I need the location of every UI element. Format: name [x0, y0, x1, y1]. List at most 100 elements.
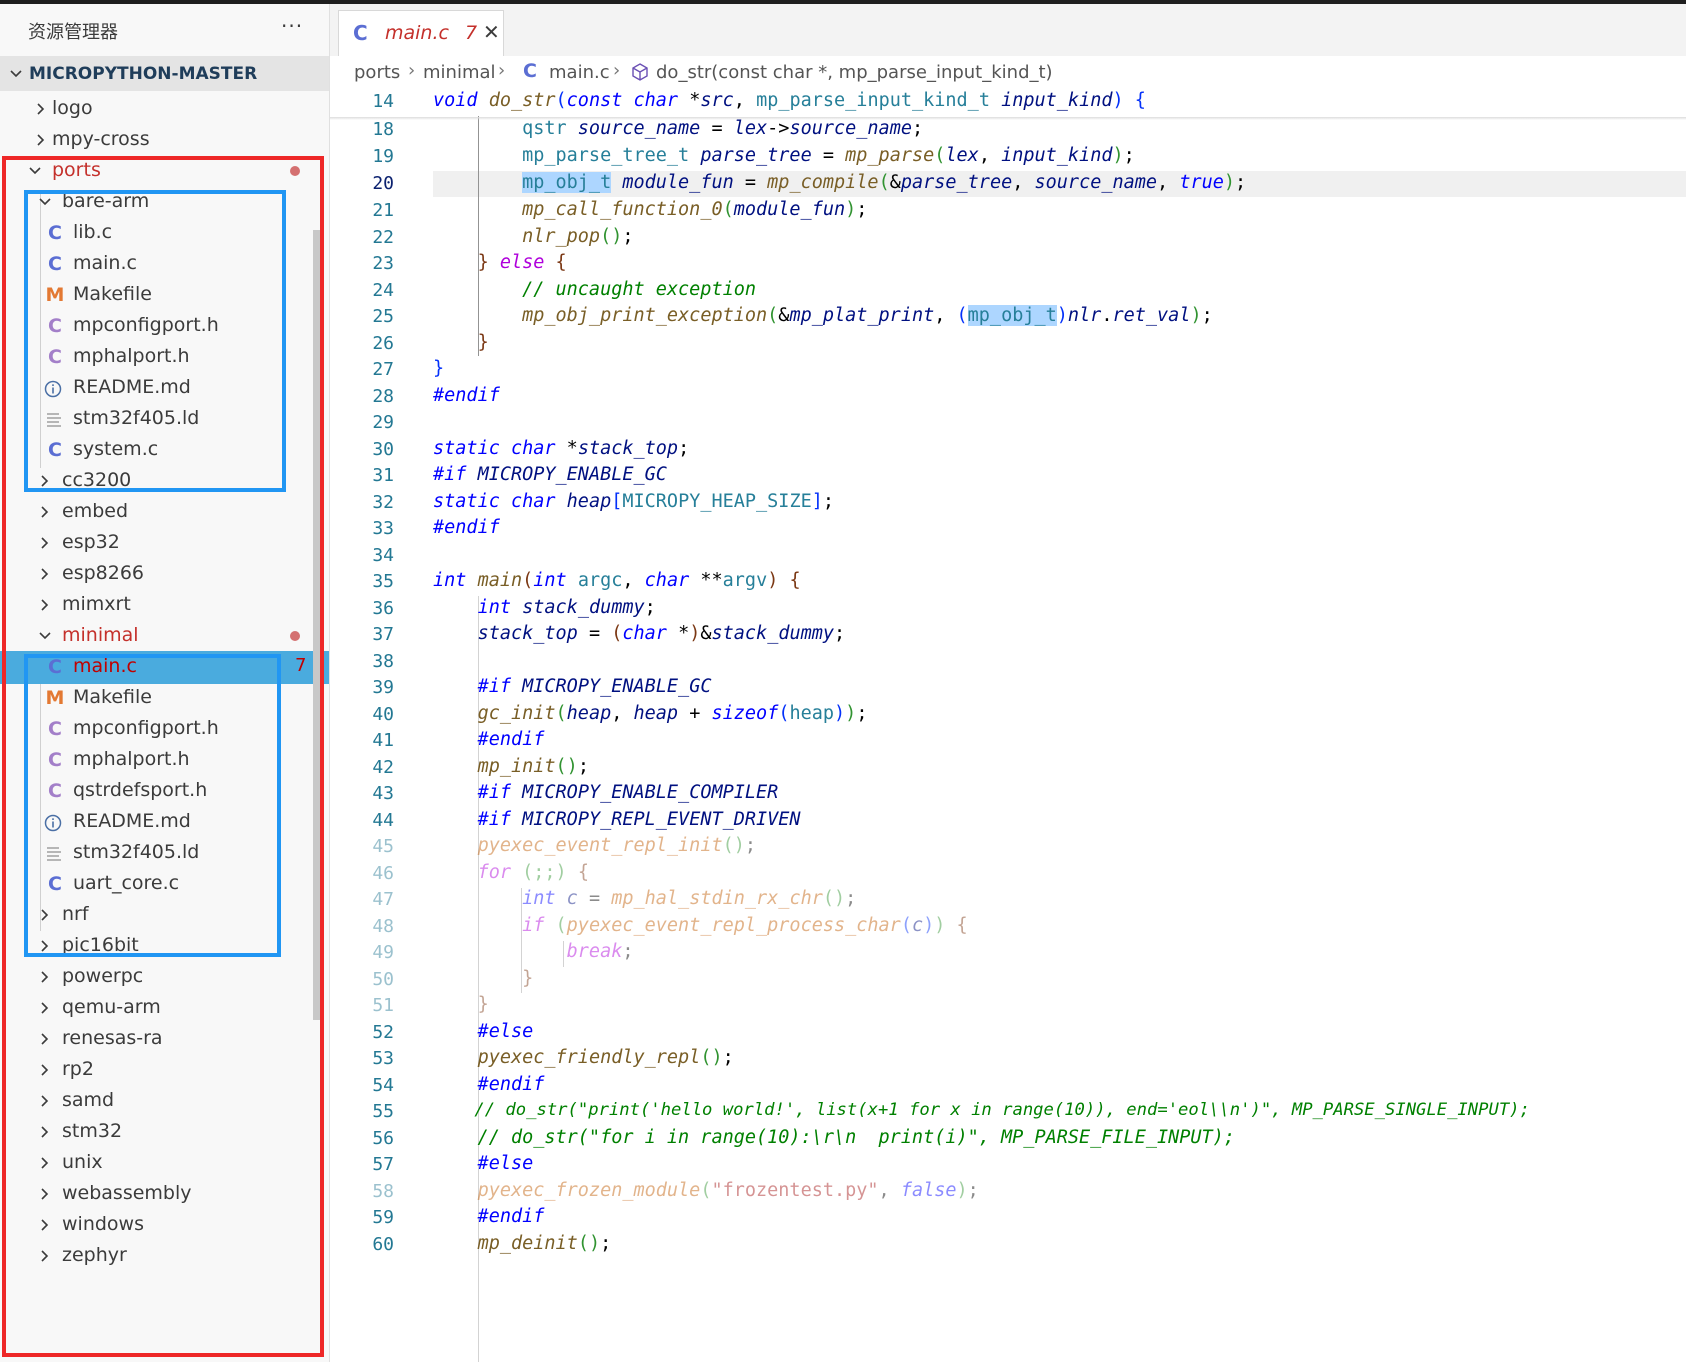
- text-file-icon: [47, 413, 61, 427]
- code-text: mp_obj_t module_fun = mp_compile(&parse_…: [522, 172, 1247, 193]
- text-file-icon: [47, 847, 61, 861]
- tree-file-makefile[interactable]: M Makefile: [0, 279, 329, 312]
- code-line: 30 static char *stack_top;: [330, 436, 1686, 464]
- tree-file-uart-core-c[interactable]: C uart_core.c: [0, 868, 329, 901]
- sticky-scroll-shadow: [330, 117, 1686, 120]
- tree-folder-pic16bit[interactable]: pic16bit: [0, 930, 329, 963]
- line-number: 41: [372, 730, 394, 751]
- tree-folder-windows[interactable]: windows: [0, 1209, 329, 1242]
- breadcrumb-item-symbol[interactable]: do_str(const char *, mp_parse_input_kind…: [656, 62, 1053, 83]
- breadcrumb-item-minimal[interactable]: minimal: [423, 62, 496, 83]
- chevron-right-icon: [41, 1095, 49, 1107]
- workspace-section-header[interactable]: MICROPYTHON-MASTER: [0, 56, 329, 91]
- tree-folder-mimxrt[interactable]: mimxrt: [0, 589, 329, 622]
- tree-folder-powerpc[interactable]: powerpc: [0, 961, 329, 994]
- tree-folder-qemu-arm[interactable]: qemu-arm: [0, 992, 329, 1025]
- line-number: 31: [372, 465, 394, 486]
- breadcrumb-item-ports[interactable]: ports: [354, 62, 401, 83]
- tree-folder-rp2[interactable]: rp2: [0, 1054, 329, 1087]
- tree-folder-ports[interactable]: ports: [0, 155, 329, 188]
- tree-file-mphalport-h[interactable]: C mphalport.h: [0, 341, 329, 374]
- tree-file-makefile[interactable]: M Makefile: [0, 682, 329, 715]
- tree-file-stm32f405-ld[interactable]: stm32f405.ld: [0, 837, 329, 870]
- code-text: // do_str("print('hello world!', list(x+…: [433, 1100, 1530, 1120]
- header-file-icon: C: [48, 749, 62, 771]
- code-line: 25 mp_obj_print_exception(&mp_plat_print…: [330, 303, 1686, 331]
- line-number: 18: [372, 119, 394, 140]
- line-number: 21: [372, 200, 394, 221]
- tree-file-lib-c[interactable]: C lib.c: [0, 217, 329, 250]
- code-text: mp_obj_print_exception(&mp_plat_print, (…: [522, 305, 1213, 326]
- chevron-right-icon: ›: [408, 60, 416, 81]
- tree-file-qstrdefsport-h[interactable]: C qstrdefsport.h: [0, 775, 329, 808]
- code-text: // uncaught exception: [433, 279, 757, 300]
- line-number: 28: [372, 386, 394, 407]
- more-actions-icon[interactable]: ···: [281, 14, 304, 38]
- tree-folder-zephyr[interactable]: zephyr: [0, 1240, 329, 1273]
- code-text: int main(int argc, char **argv) {: [433, 570, 801, 591]
- line-number: 39: [372, 677, 394, 698]
- tree-item-label: nrf: [62, 903, 89, 925]
- tree-file-system-c[interactable]: C system.c: [0, 434, 329, 467]
- breadcrumb-item-file[interactable]: main.c: [549, 62, 610, 83]
- code-text: qstr source_name = lex->source_name;: [433, 118, 924, 139]
- tree-folder-webassembly[interactable]: webassembly: [0, 1178, 329, 1211]
- tree-folder-nrf[interactable]: nrf: [0, 899, 329, 932]
- code-text: #endif: [433, 385, 500, 406]
- code-line-inactive: 51 }: [330, 992, 1686, 1020]
- tree-folder-stm32[interactable]: stm32: [0, 1116, 329, 1149]
- tab-label: main.c: [385, 22, 449, 44]
- tree-item-label: qstrdefsport.h: [73, 779, 208, 801]
- code-text: // do_str("for i in range(10):\r\n print…: [433, 1127, 1235, 1148]
- tree-folder-cc3200[interactable]: cc3200: [0, 465, 329, 498]
- tree-folder-samd[interactable]: samd: [0, 1085, 329, 1118]
- tree-folder-logo[interactable]: logo: [0, 93, 329, 126]
- tree-item-label: README.md: [73, 376, 191, 398]
- tab-main-c[interactable]: C main.c 7 ✕: [338, 10, 504, 56]
- chevron-right-icon: [41, 940, 49, 952]
- close-icon[interactable]: ✕: [483, 20, 500, 44]
- window-top-bar: [0, 0, 1686, 4]
- code-line: 59 #endif: [330, 1204, 1686, 1232]
- tree-folder-unix[interactable]: unix: [0, 1147, 329, 1180]
- tree-folder-renesas-ra[interactable]: renesas-ra: [0, 1023, 329, 1056]
- code-line: 14 void do_str(const char *src, mp_parse…: [330, 88, 1686, 116]
- code-line: 19 mp_parse_tree_t parse_tree = mp_parse…: [330, 143, 1686, 171]
- sidebar-divider[interactable]: [329, 4, 330, 1362]
- line-number: 56: [372, 1128, 394, 1149]
- tree-file-mphalport-h[interactable]: C mphalport.h: [0, 744, 329, 777]
- chevron-right-icon: [41, 971, 49, 983]
- problem-count-badge: 7: [295, 655, 307, 676]
- tree-folder-esp8266[interactable]: esp8266: [0, 558, 329, 591]
- tree-folder-minimal[interactable]: minimal: [0, 620, 329, 653]
- tree-file-readme-md[interactable]: README.md: [0, 372, 329, 405]
- line-number: 46: [372, 863, 394, 884]
- tree-item-label: lib.c: [73, 221, 113, 243]
- code-text: gc_init(heap, heap + sizeof(heap));: [477, 703, 868, 724]
- tree-folder-esp32[interactable]: esp32: [0, 527, 329, 560]
- code-text: mp_init();: [477, 756, 589, 777]
- code-line-active: 20 mp_obj_t module_fun = mp_compile(&par…: [330, 170, 1686, 198]
- line-number: 44: [372, 810, 394, 831]
- code-editor[interactable]: 14 void do_str(const char *src, mp_parse…: [330, 88, 1686, 1362]
- code-text: }: [477, 994, 489, 1015]
- tree-file-stm32f405-ld[interactable]: stm32f405.ld: [0, 403, 329, 436]
- code-text: #if MICROPY_ENABLE_GC: [477, 676, 712, 697]
- tree-folder-embed[interactable]: embed: [0, 496, 329, 529]
- tree-file-mpconfigport-h[interactable]: C mpconfigport.h: [0, 713, 329, 746]
- line-number: 36: [372, 598, 394, 619]
- tree-file-mpconfigport-h[interactable]: C mpconfigport.h: [0, 310, 329, 343]
- line-number: 45: [372, 836, 394, 857]
- code-text: } else {: [477, 252, 567, 273]
- code-text: if (pyexec_event_repl_process_char(c)) {: [522, 915, 968, 936]
- tree-file-readme-md[interactable]: README.md: [0, 806, 329, 839]
- tree-folder-bare-arm[interactable]: bare-arm: [0, 186, 329, 219]
- code-line-inactive: 45 pyexec_event_repl_init();: [330, 833, 1686, 861]
- code-line: 29: [330, 409, 1686, 437]
- line-number: 43: [372, 783, 394, 804]
- code-line: 39 #if MICROPY_ENABLE_GC: [330, 674, 1686, 702]
- tree-folder-mpy-cross[interactable]: mpy-cross: [0, 124, 329, 157]
- sidebar-scrollbar-thumb[interactable]: [313, 230, 322, 1020]
- chevron-down-icon: [39, 198, 51, 206]
- tree-file-main-c[interactable]: C main.c: [0, 248, 329, 281]
